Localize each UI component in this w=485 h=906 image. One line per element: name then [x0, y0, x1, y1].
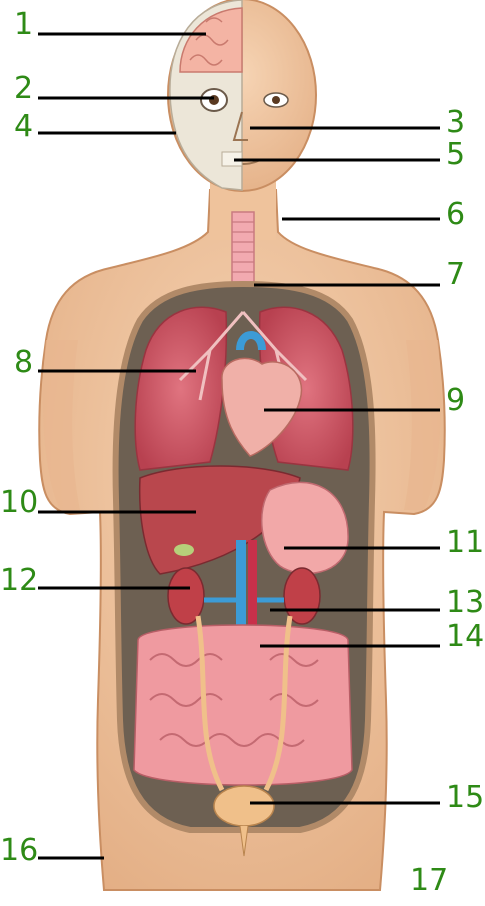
right-ureter: [263, 615, 293, 792]
label-9: 9: [446, 383, 466, 418]
label-16: 16: [0, 833, 39, 868]
right-pupil: [272, 96, 280, 104]
aorta: [236, 331, 266, 351]
heart: [221, 357, 303, 457]
abdominal-aorta: [248, 540, 257, 650]
brain-half: [179, 7, 243, 73]
left-arm-shade: [42, 340, 80, 510]
urethra: [239, 825, 249, 857]
label-1: 1: [14, 7, 34, 42]
label-15: 15: [446, 780, 485, 815]
nose: [232, 111, 248, 141]
brain-gyri: [189, 17, 229, 66]
label-5: 5: [446, 137, 466, 172]
label-4: 4: [14, 109, 34, 144]
bronchi: [178, 311, 308, 401]
label-7: 7: [446, 257, 466, 292]
label-3: 3: [446, 105, 466, 140]
intestine-coils: [149, 653, 319, 747]
left-kidney: [167, 567, 205, 625]
right-kidney: [283, 567, 321, 625]
right-arm-shade: [404, 340, 442, 510]
label-13: 13: [446, 585, 485, 620]
stomach: [260, 481, 349, 575]
intestines: [133, 624, 353, 786]
bladder: [213, 785, 275, 827]
label-12: 12: [0, 563, 39, 598]
vena-cava: [236, 540, 246, 650]
label-6: 6: [446, 197, 466, 232]
label-11: 11: [446, 525, 485, 560]
label-14: 14: [446, 619, 485, 654]
leader-lines: [38, 32, 440, 860]
label-17: 17: [410, 863, 449, 898]
label-8: 8: [14, 345, 34, 380]
left-ureter: [195, 615, 225, 792]
teeth: [221, 151, 243, 167]
gallbladder: [174, 544, 194, 556]
label-2: 2: [14, 71, 34, 106]
label-10: 10: [0, 485, 39, 520]
